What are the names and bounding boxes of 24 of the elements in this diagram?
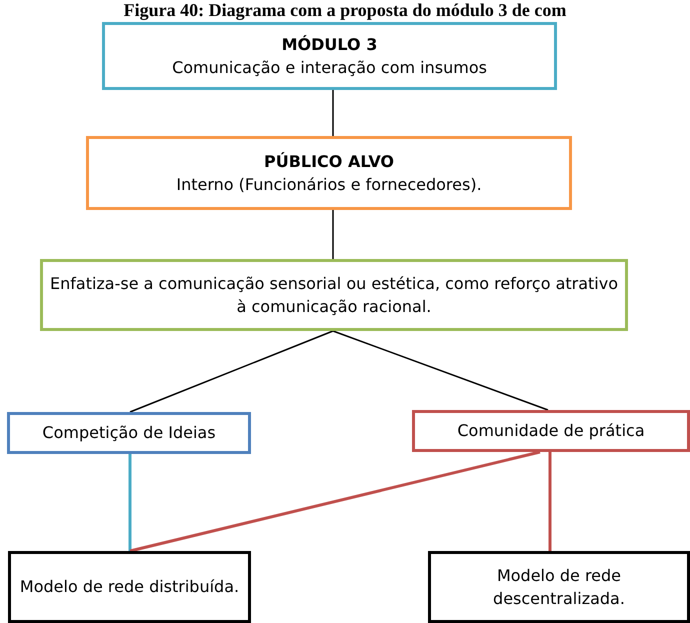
text-box xyxy=(40,259,628,331)
figure-title: Figura 40: Diagrama com a proposta do módulo 3 de com xyxy=(124,0,566,20)
text-box xyxy=(7,412,251,454)
text-box xyxy=(102,22,557,90)
box-heading: MÓDULO 3 xyxy=(282,34,378,56)
box-text: Modelo de rede distribuída. xyxy=(20,576,240,598)
connector-line xyxy=(332,210,334,259)
box-text: Modelo de rede descentralizada. xyxy=(492,564,626,610)
text-box xyxy=(428,551,690,623)
connector-line xyxy=(130,450,540,552)
box-heading: PÚBLICO ALVO xyxy=(264,150,394,173)
box-text: Enfatiza-se a comunicação sensorial ou estética, como reforço atrativo à comunicação racional. xyxy=(49,272,619,318)
connector-line xyxy=(548,452,552,551)
text-box xyxy=(86,136,572,210)
box-text: Interno (Funcionários e fornecedores). xyxy=(176,174,482,196)
connector-line xyxy=(130,330,334,413)
box-text: Comunidade de prática xyxy=(457,420,645,442)
box-text: Competição de Ideias xyxy=(42,422,216,444)
connector-line xyxy=(128,454,132,551)
text-box xyxy=(412,410,690,452)
box-text: Comunicação e interação com insumos xyxy=(172,57,487,79)
connector-line xyxy=(332,90,334,136)
text-box xyxy=(8,551,251,623)
connector-line xyxy=(332,330,548,411)
